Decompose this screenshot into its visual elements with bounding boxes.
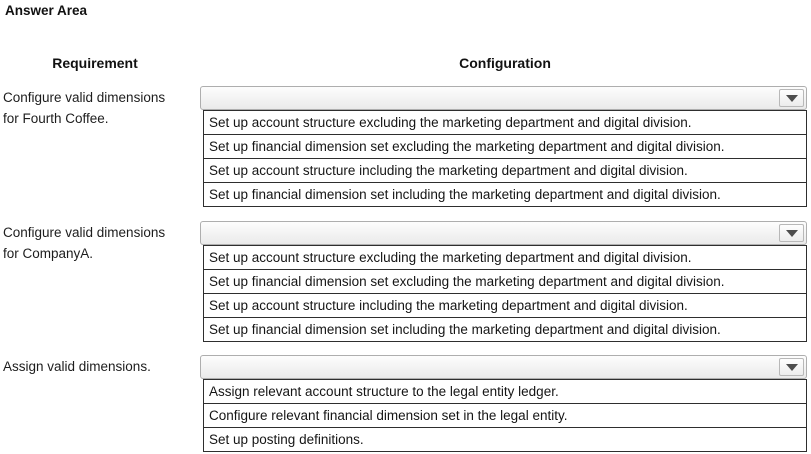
options-list-assign-dimensions: Assign relevant account structure to the… xyxy=(203,379,807,452)
requirement-column-header: Requirement xyxy=(52,55,138,71)
requirement-line: for CompanyA. xyxy=(3,246,94,261)
dropdown-assign-dimensions[interactable] xyxy=(200,355,807,379)
requirement-label-assign-dimensions: Assign valid dimensions. xyxy=(3,356,198,377)
options-list-fourth-coffee: Set up account structure excluding the m… xyxy=(203,110,807,207)
chevron-down-icon xyxy=(785,363,798,371)
dropdown-selected-value[interactable] xyxy=(207,87,774,109)
dropdown-arrow-button[interactable] xyxy=(779,224,804,242)
chevron-down-icon xyxy=(785,229,798,237)
option-item[interactable]: Set up account structure excluding the m… xyxy=(204,246,806,270)
option-item[interactable]: Set up account structure including the m… xyxy=(204,294,806,318)
requirement-line: Configure valid dimensions xyxy=(3,90,166,105)
requirement-label-companya: Configure valid dimensions for CompanyA. xyxy=(3,222,198,264)
dropdown-selected-value[interactable] xyxy=(207,222,774,244)
dropdown-selected-value[interactable] xyxy=(207,356,774,378)
option-item[interactable]: Set up financial dimension set excluding… xyxy=(204,135,806,159)
option-item[interactable]: Set up financial dimension set excluding… xyxy=(204,270,806,294)
option-item[interactable]: Set up financial dimension set including… xyxy=(209,187,721,202)
dropdown-fourth-coffee[interactable] xyxy=(200,86,807,110)
requirement-label-fourth-coffee: Configure valid dimensions for Fourth Co… xyxy=(3,87,198,129)
option-item[interactable]: Configure relevant financial dimension s… xyxy=(204,404,806,428)
chevron-down-icon xyxy=(785,94,798,102)
dropdown-companya[interactable] xyxy=(200,221,807,245)
option-item[interactable]: Set up financial dimension set including… xyxy=(209,322,721,337)
requirement-line: Assign valid dimensions. xyxy=(3,359,151,374)
configuration-column-header: Configuration xyxy=(459,55,551,71)
dropdown-arrow-button[interactable] xyxy=(779,89,804,107)
requirement-line: for Fourth Coffee. xyxy=(3,111,109,126)
answer-area-title: Answer Area xyxy=(5,3,88,18)
option-item[interactable]: Set up account structure including the m… xyxy=(204,159,806,183)
dropdown-arrow-button[interactable] xyxy=(779,358,804,376)
option-item[interactable]: Set up account structure excluding the m… xyxy=(204,111,806,135)
options-list-companya: Set up account structure excluding the m… xyxy=(203,245,807,342)
option-item[interactable]: Assign relevant account structure to the… xyxy=(204,380,806,404)
requirement-line: Configure valid dimensions xyxy=(3,225,166,240)
option-item[interactable]: Set up posting definitions. xyxy=(209,432,364,447)
